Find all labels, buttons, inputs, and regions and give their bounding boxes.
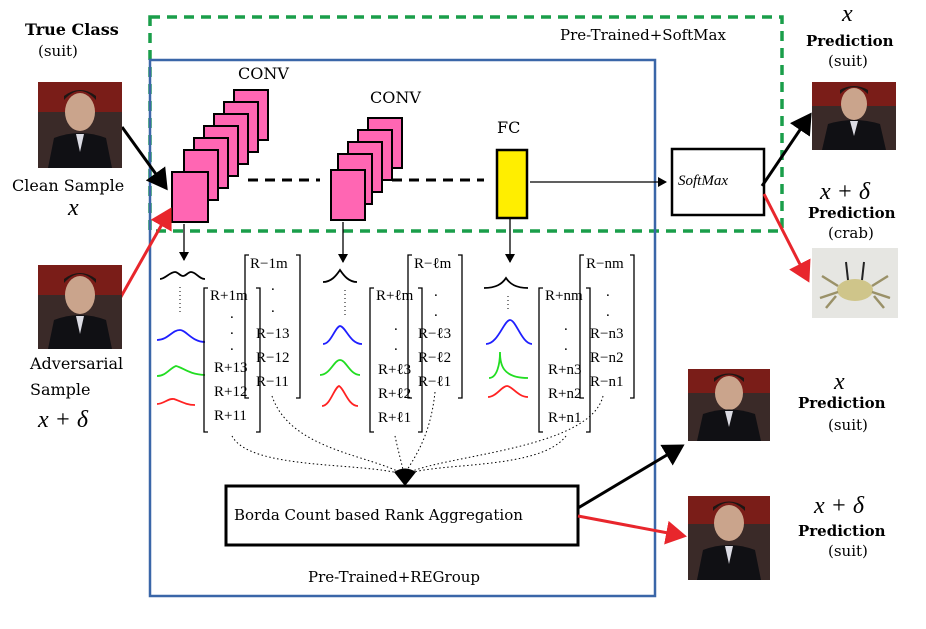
matrix3-left-entry: R+n2 — [548, 386, 582, 402]
regroup-clean-pred-value: (suit) — [828, 416, 868, 434]
conv1-label: CONV — [238, 64, 289, 83]
matrix1-right-entry: . — [271, 278, 275, 294]
softmax-clean-pred-title: Prediction — [806, 32, 894, 50]
matrix1-left-entry: R+13 — [214, 360, 248, 376]
photo-adversarial-input — [38, 265, 122, 349]
adversarial-label-1: Adversarial — [30, 354, 124, 373]
pretrained-regroup-box — [148, 58, 657, 598]
matrix2-left-entry: R+ℓ1 — [378, 410, 412, 426]
matrix3-right-entry: R−n1 — [590, 374, 624, 390]
matrix1-left-entry: R+12 — [214, 384, 248, 400]
softmax-adv-var: x + δ — [820, 179, 871, 205]
softmax-label: SoftMax — [678, 173, 728, 189]
regroup-adv-pred-title: Prediction — [798, 522, 886, 540]
matrix1-left-entry: R+11 — [214, 408, 247, 424]
borda-box — [224, 484, 580, 547]
softmax-clean-var: x — [842, 1, 853, 27]
adversarial-label-2: Sample — [30, 380, 91, 399]
true-class-title: True Class — [25, 20, 119, 39]
regroup-adv-pred-value: (suit) — [828, 542, 868, 560]
adversarial-input-arrow — [116, 207, 172, 303]
borda-to-clean-pred-arrow — [577, 444, 685, 510]
matrix2-left-entry: R+ℓm — [376, 288, 414, 304]
matrix2-left-entry: R+ℓ3 — [378, 362, 412, 378]
matrix1-right-entry: R−12 — [256, 350, 290, 366]
softmax-to-clean-pred-arrow — [760, 112, 812, 187]
matrix2-right-entry: . — [434, 304, 438, 320]
fc-label: FC — [497, 118, 521, 137]
photo-softmax-adv-pred-crab — [812, 248, 898, 318]
matrix1-left-entry: . — [230, 322, 234, 338]
softmax-adv-pred-value: (crab) — [828, 224, 874, 242]
matrix3-left-entry: . — [564, 318, 568, 334]
clean-var: x — [68, 195, 79, 221]
pretrained-softmax-label: Pre-Trained+SoftMax — [560, 26, 726, 44]
matrix3-left-entry: . — [564, 338, 568, 354]
matrix3-left-entry: R+nm — [545, 288, 583, 304]
matrix3-right-entry: . — [606, 284, 610, 300]
activation-column-1 — [156, 271, 206, 406]
regroup-adv-var: x + δ — [814, 493, 865, 519]
matrix3-left-entry: R+n3 — [548, 362, 582, 378]
conv-stack-2 — [330, 117, 403, 221]
fc-layer — [495, 148, 529, 220]
matrix2-right-entry: R−ℓ3 — [418, 326, 452, 342]
conv2-label: CONV — [370, 88, 421, 107]
regroup-clean-var: x — [834, 369, 845, 395]
matrix1-right-entry: R−11 — [256, 374, 289, 390]
softmax-box — [670, 147, 766, 217]
matrix2-left-entry: . — [394, 318, 398, 334]
matrix3-right-entry: R−n2 — [590, 350, 624, 366]
adversarial-var: x + δ — [38, 407, 89, 433]
matrix1-left-entry: R+1m — [210, 288, 248, 304]
matrix3-left-entry: R+n1 — [548, 410, 582, 426]
photo-regroup-clean-pred — [688, 369, 770, 441]
matrix3-right-entry: . — [606, 304, 610, 320]
pretrained-regroup-label: Pre-Trained+REGroup — [308, 568, 480, 586]
softmax-adv-pred-title: Prediction — [808, 204, 896, 222]
borda-to-adv-pred-arrow — [577, 514, 687, 545]
matrix1-right-entry: . — [271, 300, 275, 316]
regroup-clean-pred-title: Prediction — [798, 394, 886, 412]
clean-sample-label: Clean Sample — [12, 176, 125, 195]
matrix2-right-entry: R−ℓm — [414, 256, 452, 272]
photo-softmax-clean-pred — [812, 82, 896, 150]
conv-stack-1 — [171, 89, 269, 223]
matrix2-right-entry: . — [434, 284, 438, 300]
matrix-brackets — [203, 254, 635, 433]
true-class-value: (suit) — [38, 42, 78, 60]
aggregation-dotted-lines — [231, 391, 604, 475]
photo-clean-input — [38, 82, 122, 168]
matrix1-right-entry: R−13 — [256, 326, 290, 342]
photo-regroup-adv-pred — [688, 496, 770, 580]
matrix1-left-entry: . — [230, 338, 234, 354]
activation-column-2 — [319, 268, 363, 407]
activation-column-3 — [483, 276, 533, 398]
clean-input-arrow — [120, 126, 168, 191]
matrix2-right-entry: R−ℓ2 — [418, 350, 452, 366]
matrix2-right-entry: R−ℓ1 — [418, 374, 452, 390]
aggregation-node — [394, 468, 416, 486]
matrix2-left-entry: R+ℓ2 — [378, 386, 412, 402]
matrix1-left-entry: . — [230, 306, 234, 322]
matrix3-right-entry: R−n3 — [590, 326, 624, 342]
matrix1-right-entry: R−1m — [250, 256, 288, 272]
borda-label: Borda Count based Rank Aggregation — [234, 506, 523, 524]
matrix3-right-entry: R−nm — [586, 256, 624, 272]
softmax-to-adv-pred-arrow — [762, 193, 811, 283]
matrix2-left-entry: . — [394, 338, 398, 354]
softmax-clean-pred-value: (suit) — [828, 52, 868, 70]
